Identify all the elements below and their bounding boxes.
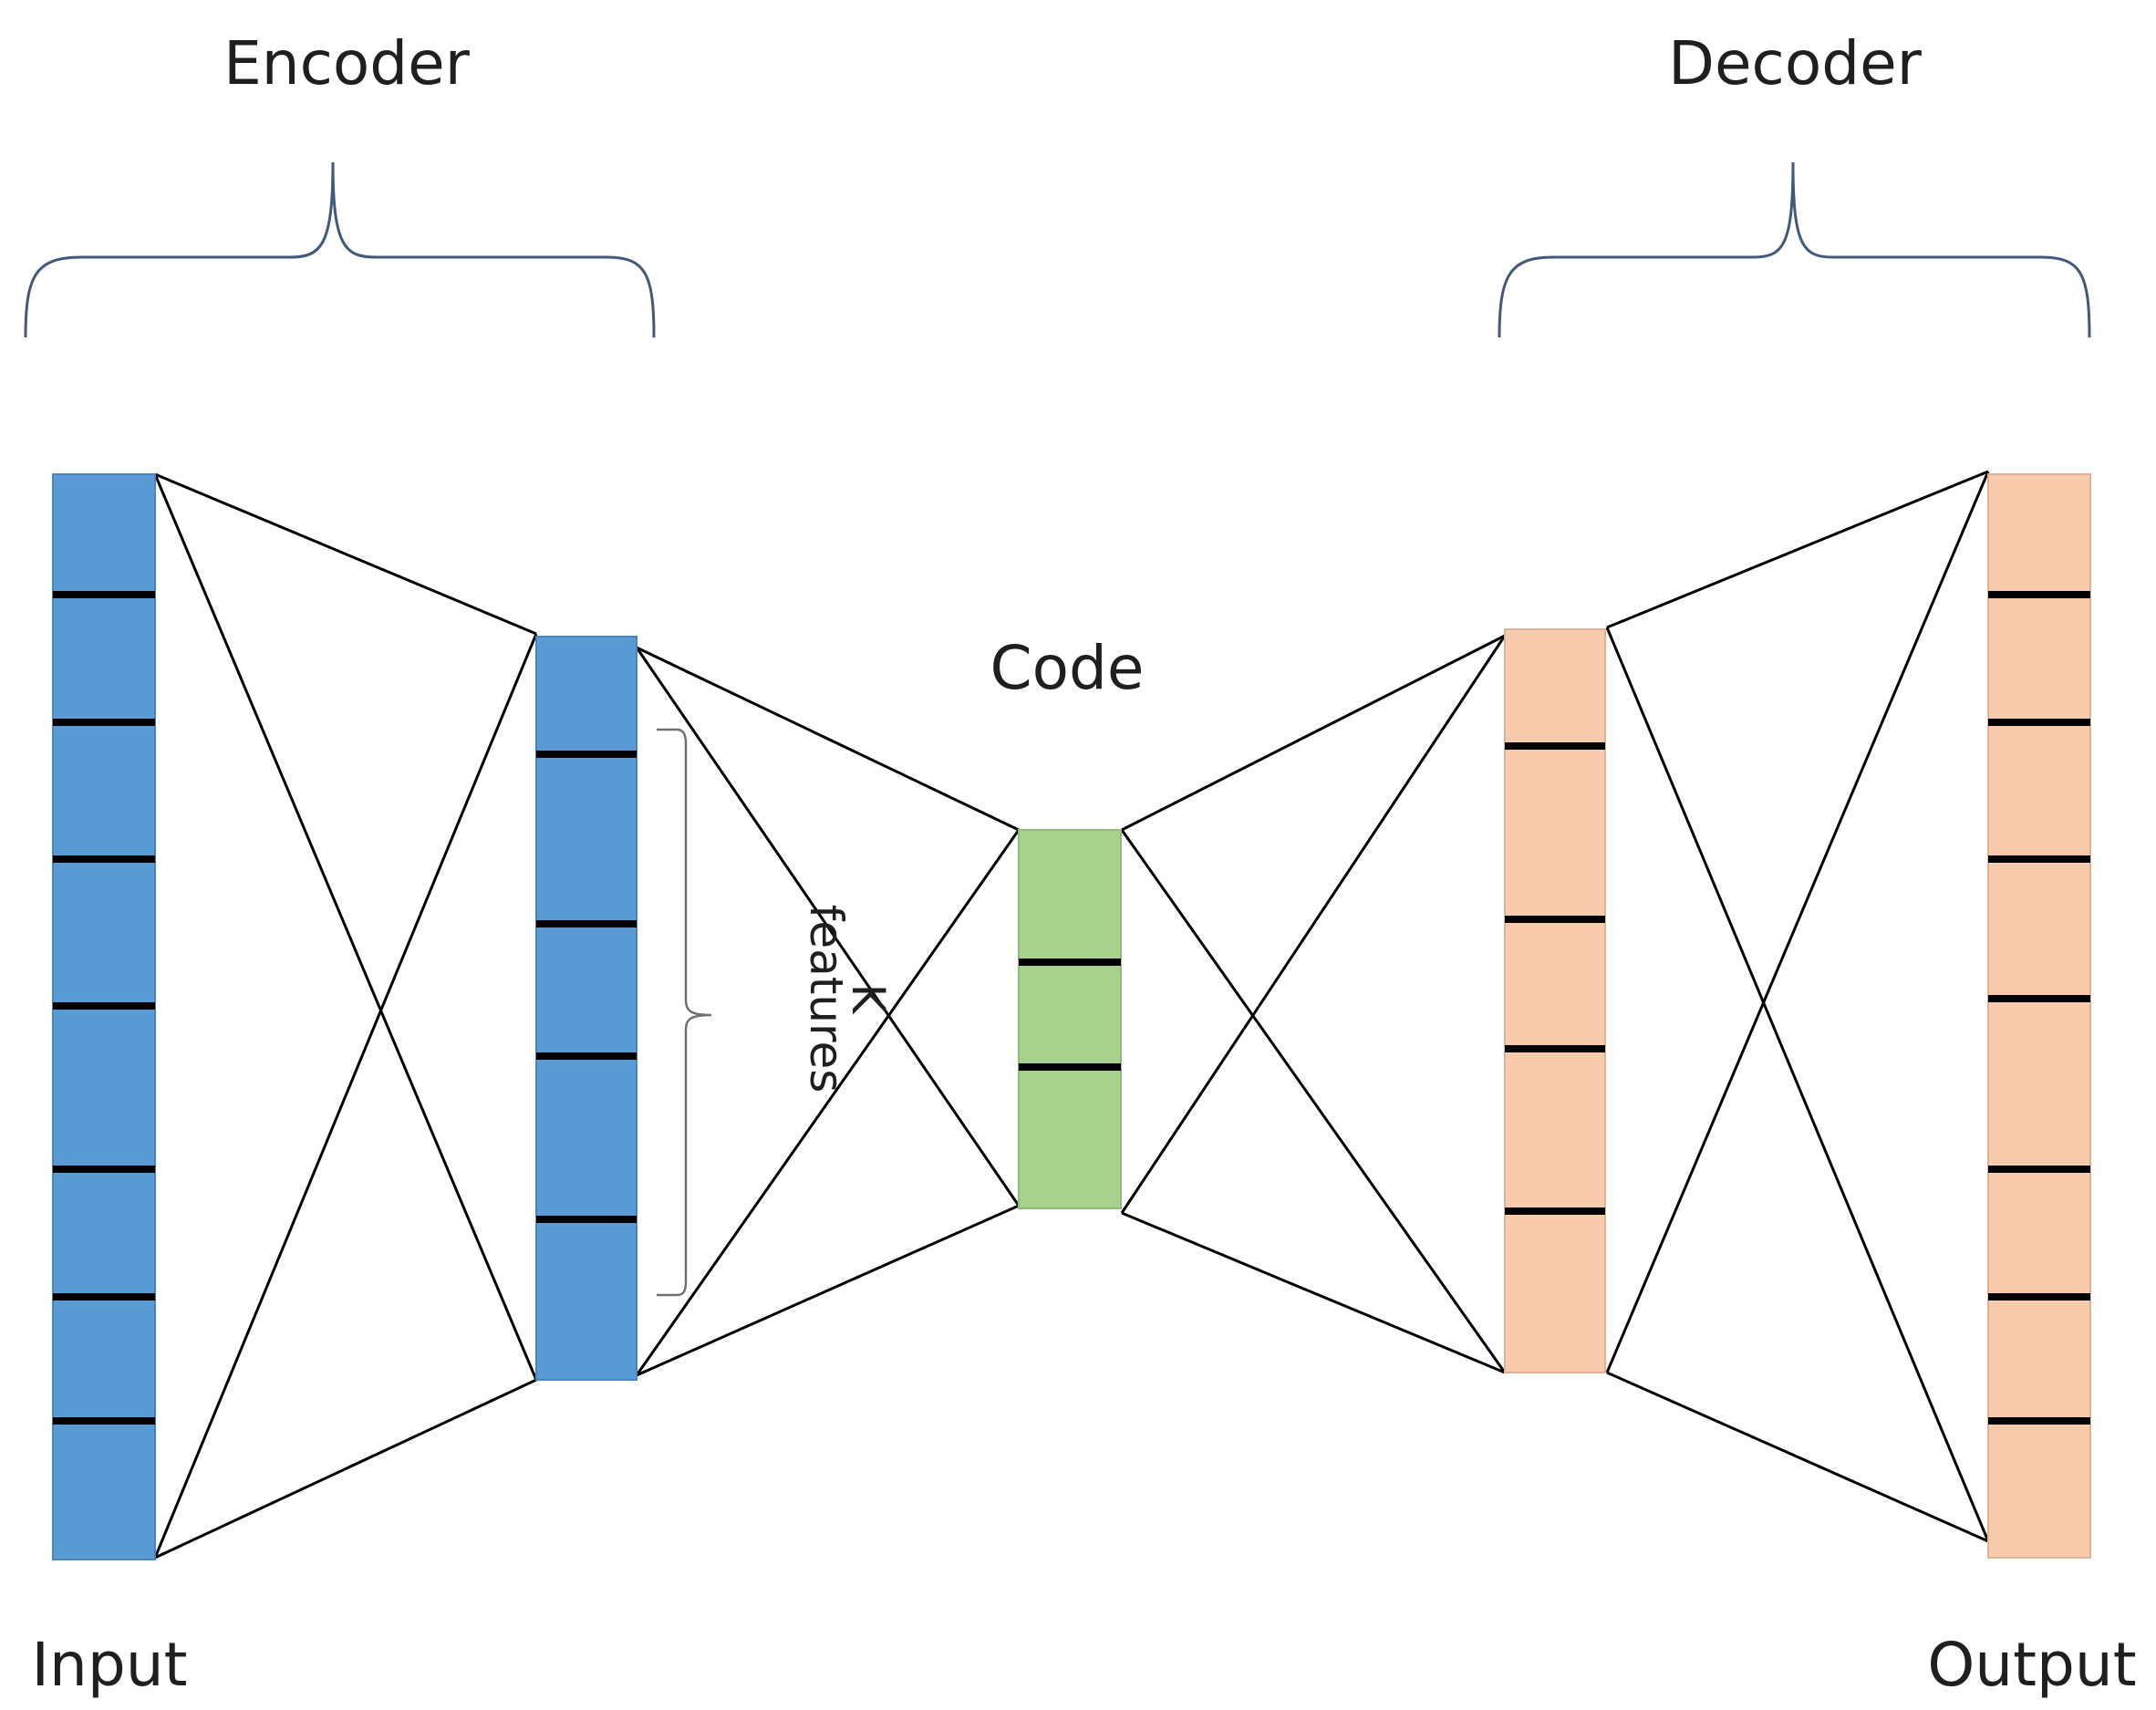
connections: [153, 470, 1990, 1560]
decoder-hidden-layer-box: [1504, 628, 1606, 1373]
edge-hidden-top-to-code-bottom: [635, 647, 1021, 1207]
edge-hidden-bottom-to-code-top: [635, 829, 1021, 1376]
decoder-brace: [1498, 161, 2091, 338]
edge-dec-bottom-to-output-bottom: [1606, 1371, 1989, 1543]
edge-dec-bottom-to-output-top: [1605, 471, 1990, 1373]
output-layer: [1987, 473, 2091, 1559]
edge-code-bottom-to-dec-bottom: [1121, 1211, 1506, 1374]
code-label: Code: [990, 633, 1145, 703]
edge-code-bottom-to-dec-top: [1120, 635, 1507, 1214]
edge-input-top-to-hidden-top: [154, 472, 537, 636]
k-features-label: K features: [800, 905, 895, 1093]
encoder-brace: [24, 161, 656, 338]
code-layer-box: [1018, 829, 1122, 1209]
encoder-label: Encoder: [223, 28, 471, 98]
edge-input-bottom-to-hidden-bottom: [154, 1378, 537, 1560]
edge-dec-top-to-output-top: [1606, 470, 1989, 629]
edge-input-bottom-to-hidden-top: [153, 633, 538, 1559]
output-layer-box: [1987, 473, 2091, 1559]
k-features-text-k: K: [842, 984, 895, 1015]
decoder-hidden-layer: [1504, 628, 1606, 1373]
edge-code-top-to-dec-top: [1121, 634, 1506, 832]
input-layer: [52, 473, 156, 1560]
input-layer-box: [52, 473, 156, 1560]
encoder-hidden-layer: [535, 636, 637, 1381]
output-label: Output: [1927, 1630, 2136, 1700]
edge-code-top-to-dec-bottom: [1120, 829, 1507, 1373]
edge-hidden-top-to-code-top: [636, 646, 1020, 832]
edge-dec-top-to-output-bottom: [1605, 627, 1990, 1542]
input-label: Input: [32, 1630, 188, 1700]
edge-input-top-to-hidden-bottom: [153, 473, 538, 1381]
code-layer: [1018, 829, 1122, 1209]
k-features-brace: [657, 728, 712, 1297]
decoder-label: Decoder: [1668, 28, 1923, 98]
k-features-text-features: features: [800, 905, 853, 1093]
edge-hidden-bottom-to-code-bottom: [636, 1204, 1020, 1377]
encoder-hidden-layer-box: [535, 636, 637, 1381]
